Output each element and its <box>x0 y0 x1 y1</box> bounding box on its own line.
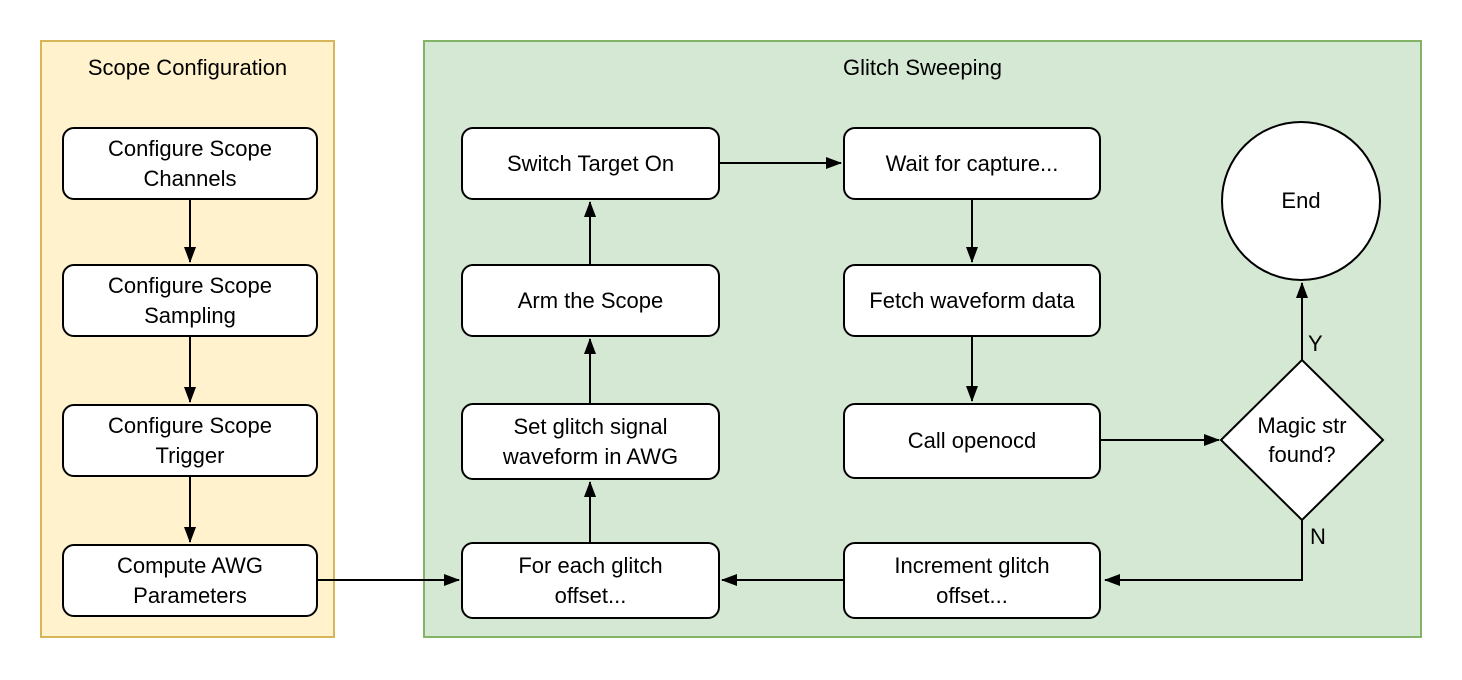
node-wait-for-capture: Wait for capture... <box>843 127 1101 200</box>
decision-diamond-magic-str <box>1219 358 1385 522</box>
node-configure-scope-sampling: Configure Scope Sampling <box>62 264 318 337</box>
decision-label-magic-str-found: Magic str found? <box>1257 412 1347 467</box>
node-fetch-waveform-data: Fetch waveform data <box>843 264 1101 337</box>
arrow-decision-no-to-increment <box>1104 520 1303 586</box>
branch-label-yes: Y <box>1308 331 1323 356</box>
node-for-each-glitch-offset: For each glitch offset... <box>461 542 720 619</box>
panel-scope-configuration-title: Scope Configuration <box>87 55 288 80</box>
node-switch-target-on: Switch Target On <box>461 127 720 200</box>
panel-glitch-sweeping-title: Glitch Sweeping <box>843 55 1002 80</box>
node-configure-scope-channels: Configure Scope Channels <box>62 127 318 200</box>
node-call-openocd: Call openocd <box>843 403 1101 479</box>
node-arm-the-scope: Arm the Scope <box>461 264 720 337</box>
node-end-terminal: End <box>1221 121 1381 281</box>
node-compute-awg-parameters: Compute AWG Parameters <box>62 544 318 617</box>
node-configure-scope-trigger: Configure Scope Trigger <box>62 404 318 477</box>
node-set-glitch-signal-waveform: Set glitch signal waveform in AWG <box>461 403 720 480</box>
node-increment-glitch-offset: Increment glitch offset... <box>843 542 1101 619</box>
branch-label-no: N <box>1310 524 1326 549</box>
